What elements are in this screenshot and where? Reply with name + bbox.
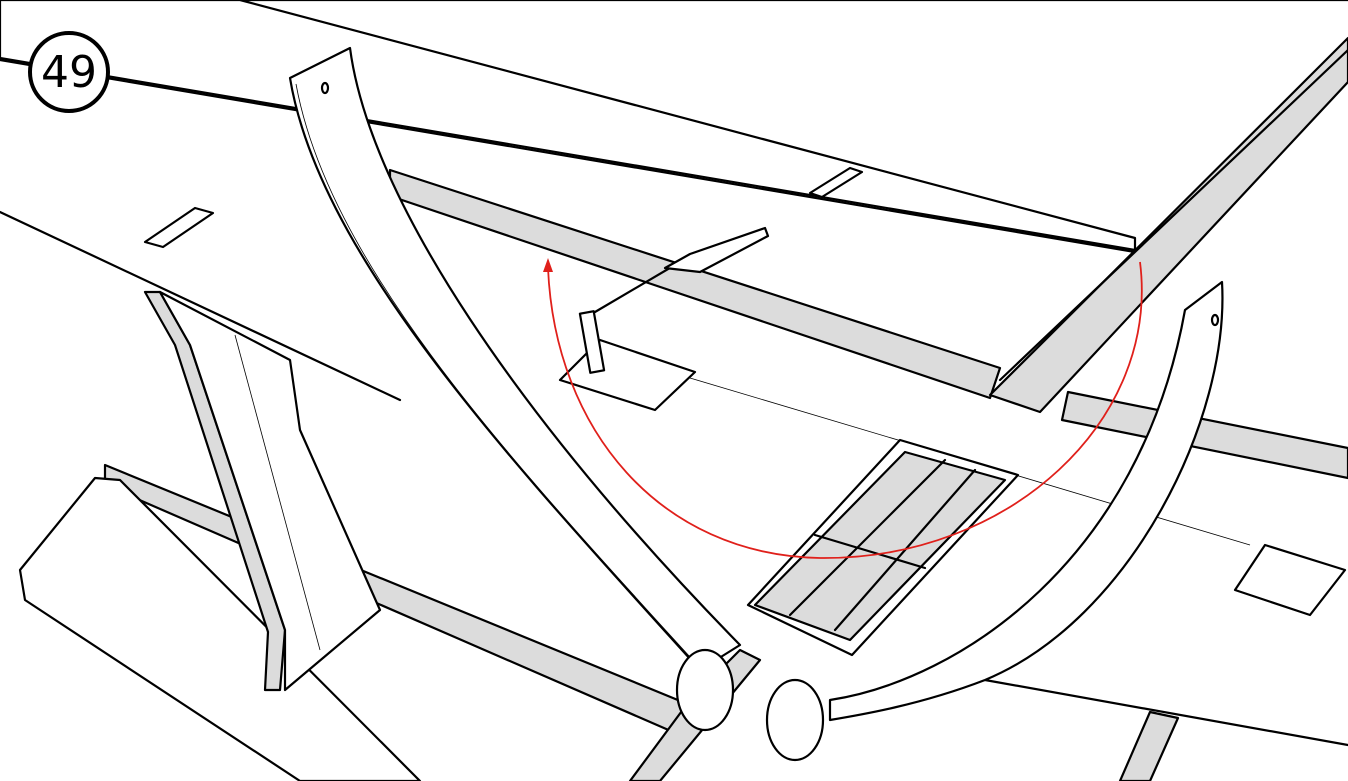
servo-plate (558, 338, 697, 412)
pushrod (593, 260, 682, 314)
roller-left (675, 648, 735, 732)
left-curved-strap (288, 46, 742, 672)
top-board-edge (0, 58, 1137, 254)
leg-centerline (234, 334, 321, 651)
right-curved-strap (828, 280, 1224, 722)
control-horn (578, 310, 606, 374)
main-spar-right (1060, 390, 1348, 480)
roller-right (765, 678, 825, 762)
left-wing-edge (0, 210, 402, 402)
left-float (18, 476, 422, 781)
rotation-arrow (547, 261, 1143, 559)
battery-pack (753, 450, 1007, 642)
arrowhead-icon (543, 258, 553, 272)
diagonal-spar (988, 36, 1348, 414)
step-number-badge: 49 (28, 31, 110, 113)
strap-hole-right (1210, 313, 1220, 327)
lower-beam-right (1118, 710, 1180, 781)
diagonal-spar-edge (998, 48, 1348, 382)
servo-plate-right (1233, 543, 1347, 617)
slot (143, 206, 215, 249)
right-wing-edge (983, 678, 1348, 747)
left-leg-face (158, 290, 382, 692)
elevator-horn (663, 226, 770, 274)
slot-right (808, 166, 864, 199)
strap-hole (320, 81, 330, 95)
